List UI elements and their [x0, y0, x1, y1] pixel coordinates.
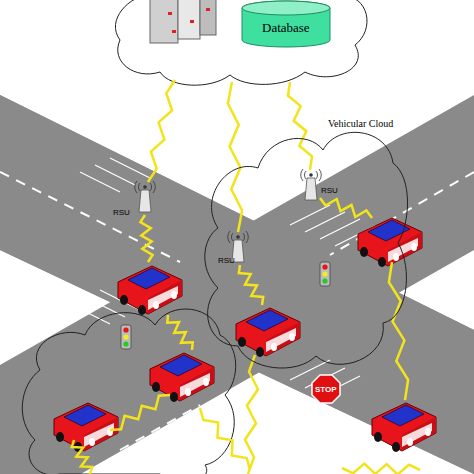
node-text: STOP	[315, 385, 337, 394]
server-cloud	[115, 0, 367, 85]
car	[54, 403, 118, 452]
car	[372, 403, 436, 452]
database-cylinder: Database	[240, 0, 332, 48]
road	[0, 95, 474, 474]
wireless-link	[389, 262, 408, 400]
node-text: Vehicular Cloud	[328, 118, 393, 129]
traffic-light	[320, 262, 330, 286]
rsu-tower	[301, 169, 322, 200]
rsu-label: RSU	[321, 186, 338, 195]
car	[358, 218, 422, 267]
server-rack	[150, 0, 216, 43]
wireless-link	[148, 80, 175, 182]
car	[236, 308, 300, 357]
wireless-link	[200, 408, 250, 470]
rsu-label: RSU	[218, 256, 235, 265]
wireless-link	[245, 355, 258, 474]
wireless-link	[140, 215, 152, 262]
rsu-tower	[135, 181, 156, 212]
parking-lines	[70, 151, 375, 396]
wireless-link	[72, 440, 92, 474]
car	[118, 266, 182, 315]
wireless-link	[342, 464, 420, 474]
stop-sign: STOP	[311, 374, 341, 404]
wireless-link	[167, 315, 192, 350]
traffic-light	[121, 325, 131, 349]
wireless-link	[110, 395, 170, 430]
wireless-link	[288, 82, 312, 170]
vehicular-cloud: Vehicular Cloud	[198, 118, 413, 376]
wireless-link	[239, 265, 263, 305]
wireless-link	[228, 82, 242, 232]
vehicular-cloud-outline	[22, 309, 235, 474]
road	[0, 95, 474, 474]
node-text: Database	[262, 20, 310, 36]
cloud-outline	[198, 118, 413, 376]
rsu-label: RSU	[113, 208, 130, 217]
wireless-link	[320, 198, 372, 218]
